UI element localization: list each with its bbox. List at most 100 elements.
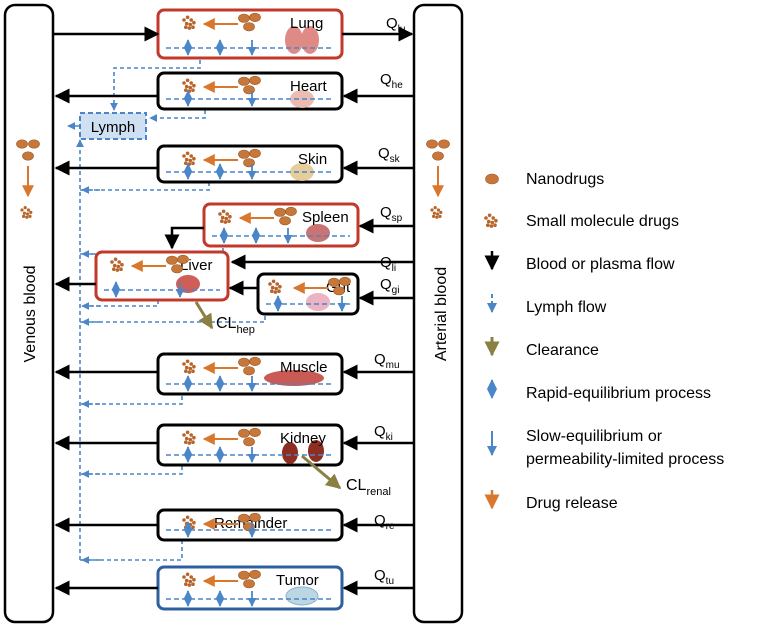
arterial-drug-release-icon bbox=[426, 139, 450, 219]
clearance-hep-sub: hep bbox=[236, 324, 254, 336]
small-molecule-icon bbox=[484, 213, 498, 228]
legend-label-7: Drug release bbox=[526, 495, 618, 512]
nanodrug-icon bbox=[249, 427, 261, 437]
nanodrug-cluster-icon bbox=[238, 569, 261, 589]
organ-tumor-label: Tumor bbox=[276, 572, 319, 589]
nanodrug-icon bbox=[426, 139, 438, 149]
lung-icon bbox=[285, 26, 319, 54]
nanodrug-cluster-icon bbox=[238, 12, 261, 32]
flow-label-liver: Qli bbox=[380, 254, 396, 274]
legend-label-0: Nanodrugs bbox=[526, 171, 604, 188]
nanodrug-cluster-icon bbox=[238, 427, 261, 447]
nanodrug-icon bbox=[249, 569, 261, 579]
nanodrug-icon bbox=[279, 216, 291, 226]
nanodrug-icon bbox=[274, 207, 286, 217]
lymph-label: Lymph bbox=[91, 119, 135, 136]
flow-label-muscle: Qmu bbox=[374, 351, 400, 371]
legend-item-3: Lymph flow bbox=[487, 294, 607, 316]
small-molecule-icon bbox=[218, 209, 232, 224]
small-molecule-icon bbox=[182, 359, 196, 374]
nanodrug-icon bbox=[243, 158, 255, 168]
nanodrug-icon bbox=[249, 512, 261, 522]
legend-label-2: Blood or plasma flow bbox=[526, 256, 675, 273]
nanodrug-icon bbox=[238, 13, 250, 23]
legend-item-1: Small molecule drugs bbox=[484, 213, 679, 230]
arterial-blood-column: Arterial blood bbox=[412, 3, 464, 624]
legend-label-6-line2: permeability-limited process bbox=[526, 451, 724, 468]
nanodrug-icon bbox=[243, 437, 255, 447]
legend-item-5: Rapid-equilibrium process bbox=[487, 379, 711, 402]
nanodrug-icon bbox=[285, 206, 297, 216]
tumor-icon bbox=[285, 586, 319, 606]
svg-text:CLrenal: CLrenal bbox=[346, 477, 391, 498]
small-molecule-icon bbox=[20, 206, 33, 219]
nanodrug-icon bbox=[333, 286, 345, 296]
organ-remainder: RemainderQre bbox=[54, 508, 414, 542]
venous-blood-label: Venous blood bbox=[22, 266, 39, 363]
organ-gut: GutQgi bbox=[256, 272, 414, 316]
nanodrug-icon bbox=[339, 276, 351, 286]
organ-skin-label: Skin bbox=[298, 151, 327, 168]
flow-label-tumor: Qtu bbox=[374, 567, 394, 587]
flow-label-gut: Qgi bbox=[380, 276, 399, 296]
small-molecule-icon bbox=[110, 257, 124, 272]
organ-kidney-label: Kidney bbox=[280, 430, 326, 447]
nanodrug-icon bbox=[238, 513, 250, 523]
nanodrug-icon bbox=[485, 173, 499, 185]
nanodrug-cluster-icon bbox=[238, 512, 261, 532]
clearance-renal-main: CL bbox=[346, 477, 367, 494]
nanodrug-icon bbox=[249, 148, 261, 158]
kidney-icon bbox=[282, 440, 324, 464]
nanodrug-icon bbox=[238, 76, 250, 86]
nanodrug-icon bbox=[238, 428, 250, 438]
spleen-icon bbox=[306, 224, 330, 242]
small-molecule-icon bbox=[182, 15, 196, 30]
nanodrug-icon bbox=[249, 75, 261, 85]
legend-label-3: Lymph flow bbox=[526, 299, 607, 316]
small-molecule-icon bbox=[484, 213, 498, 228]
nanodrug-icon bbox=[243, 579, 255, 589]
nanodrug-icon bbox=[438, 139, 450, 149]
organ-kidney: Kidney Qki bbox=[54, 423, 414, 467]
venous-drug-release-icon bbox=[16, 139, 40, 219]
nanodrug-icon bbox=[243, 85, 255, 95]
nanodrug-cluster-icon bbox=[238, 356, 261, 376]
nanodrug-icon bbox=[16, 139, 28, 149]
nanodrug-icon bbox=[166, 255, 178, 265]
nanodrug-icon bbox=[171, 264, 183, 274]
flow-label-kidney: Qki bbox=[374, 423, 393, 443]
legend-item-4: Clearance bbox=[484, 337, 599, 359]
organ-liver: LiverQli bbox=[54, 250, 414, 302]
muscle-icon bbox=[264, 370, 324, 386]
legend-label-4: Clearance bbox=[526, 342, 599, 359]
hepatic-clearance: CLhep bbox=[194, 301, 255, 336]
nanodrug-icon bbox=[243, 366, 255, 376]
legend-item-2: Blood or plasma flow bbox=[484, 251, 675, 273]
lymph-tap-arrows bbox=[81, 186, 100, 564]
nanodrug-cluster-icon bbox=[328, 276, 351, 296]
small-molecule-icon bbox=[182, 572, 196, 587]
nanodrug-icon bbox=[249, 12, 261, 22]
nanodrug-icon bbox=[22, 151, 34, 161]
clearance-renal-sub: renal bbox=[366, 486, 390, 498]
nanodrug-icon bbox=[238, 357, 250, 367]
legend-item-6: Slow-equilibrium or permeability-limited … bbox=[487, 428, 724, 468]
renal-clearance: CLrenal bbox=[301, 454, 391, 498]
legend-item-0: Nanodrugs bbox=[485, 171, 604, 188]
lymph-flow-network bbox=[67, 60, 266, 561]
flow-label-remainder: Qre bbox=[374, 512, 395, 532]
spleen-to-liver-flow bbox=[164, 226, 204, 250]
lymph-box: Lymph bbox=[79, 112, 147, 140]
small-molecule-icon bbox=[182, 430, 196, 445]
nanodrug-icon bbox=[485, 173, 499, 185]
nanodrug-icon bbox=[243, 522, 255, 532]
organ-tumor: Tumor Qtu bbox=[54, 565, 414, 611]
legend-label-6: Slow-equilibrium or bbox=[526, 428, 663, 445]
nanodrug-icon bbox=[238, 570, 250, 580]
